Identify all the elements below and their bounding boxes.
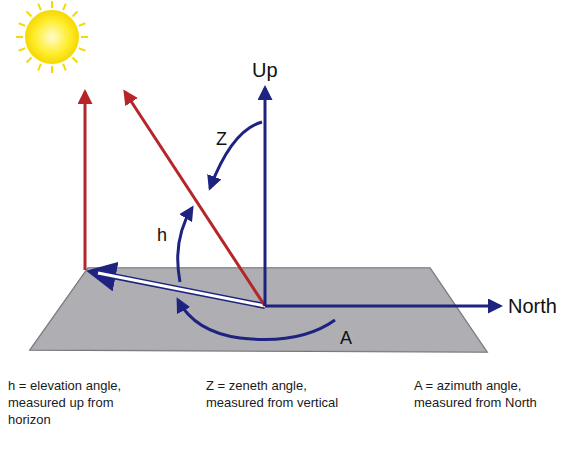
sun-ray bbox=[81, 36, 88, 38]
sun-ray bbox=[16, 36, 23, 38]
sun bbox=[16, 1, 88, 73]
sun-ray bbox=[51, 1, 53, 8]
sun-ray bbox=[38, 4, 41, 10]
zenith-angle-arc bbox=[210, 122, 262, 188]
sun-disc bbox=[25, 10, 79, 64]
angle-symbol: Z bbox=[216, 130, 227, 148]
sun-ray bbox=[27, 12, 32, 17]
elevation-angle-arc bbox=[178, 208, 192, 282]
axis-label: Up bbox=[252, 60, 278, 80]
angle-symbol: h bbox=[157, 226, 167, 244]
sun-ray bbox=[63, 4, 66, 10]
north-arrow bbox=[265, 305, 500, 308]
sun-ray bbox=[19, 48, 25, 51]
sun-ray bbox=[73, 12, 78, 17]
azimuth-angle-arc bbox=[178, 300, 335, 340]
sun-ray bbox=[27, 58, 32, 63]
angle-definition: Z = zeneth angle, measured from vertical bbox=[206, 378, 356, 412]
sun-ray bbox=[63, 64, 66, 70]
sun-ray bbox=[79, 48, 85, 51]
sun-ray bbox=[19, 23, 25, 26]
angle-symbol: A bbox=[340, 329, 352, 347]
plane-shade bbox=[30, 268, 487, 352]
sun-ray bbox=[73, 58, 78, 63]
up-arrow bbox=[264, 88, 267, 306]
axis-label: North bbox=[508, 296, 557, 316]
angle-definition: A = azimuth angle, measured from North bbox=[414, 378, 564, 412]
sun-ray-arrow bbox=[125, 92, 265, 306]
vertical-sun-arrow bbox=[84, 92, 87, 270]
sun-ray bbox=[51, 66, 53, 73]
ground-plane bbox=[30, 268, 487, 352]
horizontal-projection-core bbox=[98, 273, 265, 306]
sun-ray bbox=[79, 23, 85, 26]
sun-ray bbox=[38, 64, 41, 70]
angle-definition: h = elevation angle, measured up from ho… bbox=[8, 378, 158, 429]
